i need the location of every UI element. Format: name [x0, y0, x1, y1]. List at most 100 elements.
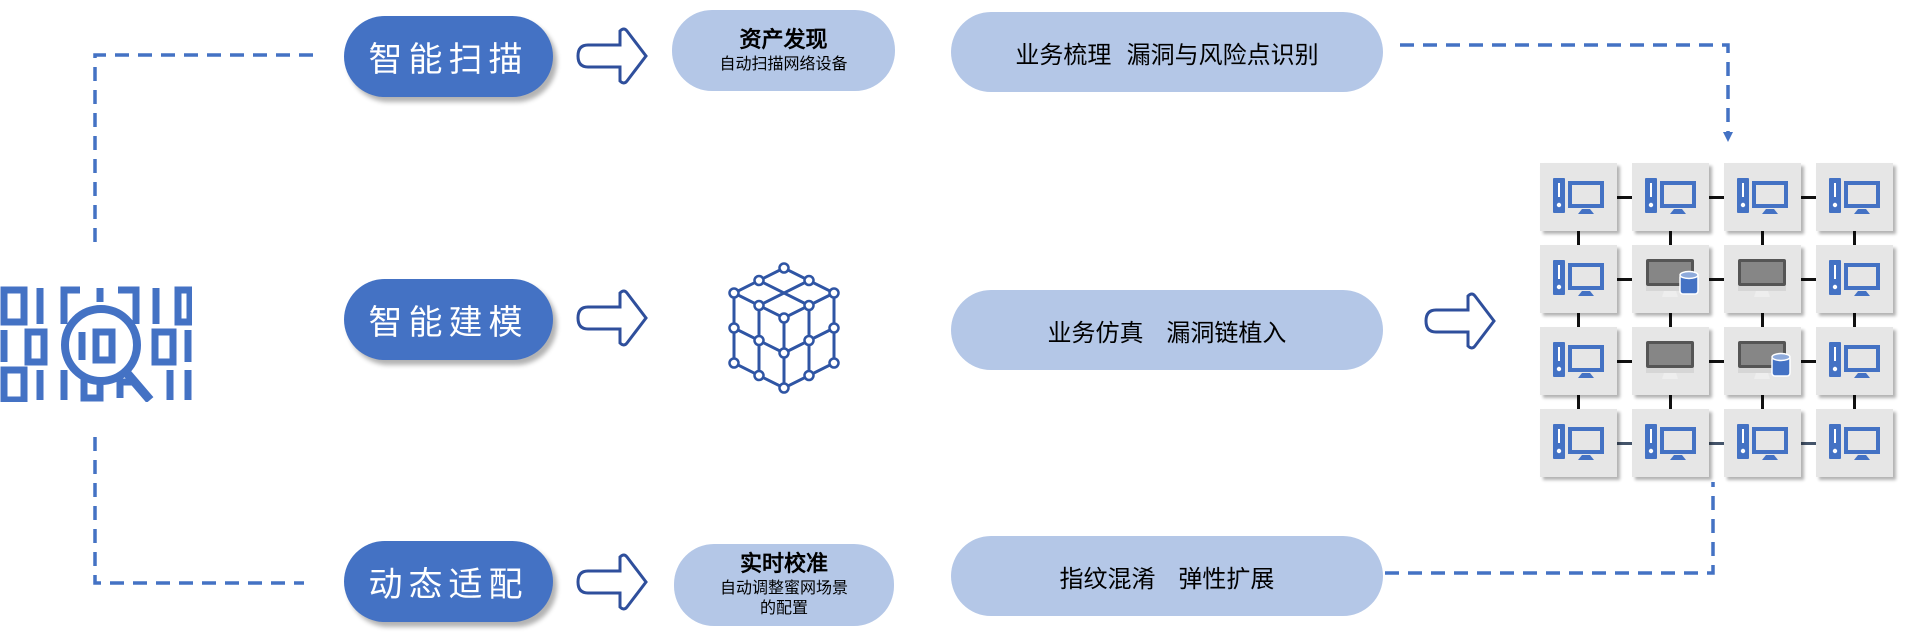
- dashed-line-bottom-left: [93, 437, 304, 585]
- network-node: [1816, 163, 1893, 231]
- network-node: [1816, 409, 1893, 477]
- link-horizontal: [1709, 360, 1724, 363]
- desktop-computer-icon: [1552, 422, 1606, 464]
- monitor-database-icon: [1734, 338, 1792, 384]
- cube-node: [778, 312, 790, 324]
- link-vertical: [1761, 395, 1764, 409]
- link-horizontal: [1801, 196, 1816, 199]
- network-node: [1724, 327, 1801, 395]
- link-vertical: [1853, 395, 1856, 409]
- arrow-right-outline-icon: [576, 553, 648, 611]
- link-horizontal: [1801, 278, 1816, 281]
- cube-node: [753, 369, 765, 382]
- dashed-line-bottom-right: [1385, 482, 1715, 575]
- network-node: [1724, 409, 1801, 477]
- outcome-label: 指纹混淆 弹性扩展: [1059, 564, 1275, 593]
- desktop-computer-icon: [1736, 176, 1790, 218]
- cube-node: [803, 369, 815, 382]
- desktop-computer-icon: [1644, 422, 1698, 464]
- outcome-fingerprint-obfuscation: 指纹混淆 弹性扩展: [951, 536, 1383, 616]
- link-vertical: [1761, 231, 1764, 245]
- cube-node: [753, 334, 765, 347]
- network-node: [1632, 409, 1709, 477]
- network-node: [1540, 327, 1617, 395]
- link-vertical: [1853, 231, 1856, 245]
- link-vertical: [1577, 395, 1580, 409]
- desktop-computer-icon: [1552, 176, 1606, 218]
- cube-node: [728, 322, 740, 334]
- desktop-computer-icon: [1552, 258, 1606, 300]
- cube-network-icon: [728, 262, 840, 394]
- network-node: [1816, 327, 1893, 395]
- arrow-right-outline-icon: [576, 27, 648, 85]
- link-vertical: [1577, 313, 1580, 327]
- link-vertical: [1577, 231, 1580, 245]
- link-horizontal: [1709, 442, 1724, 445]
- cube-node: [778, 262, 790, 274]
- link-vertical: [1761, 313, 1764, 327]
- monitor-icon: [1734, 256, 1792, 302]
- desktop-computer-icon: [1828, 422, 1882, 464]
- network-node: [1540, 409, 1617, 477]
- link-horizontal: [1709, 278, 1724, 281]
- arrowhead-down: [1723, 132, 1733, 142]
- result-subtitle-line2: 的配置: [759, 598, 808, 617]
- link-horizontal: [1617, 196, 1632, 199]
- network-node: [1540, 163, 1617, 231]
- step-label: 动态适配: [368, 565, 529, 605]
- link-horizontal: [1709, 196, 1724, 199]
- network-node: [1632, 163, 1709, 231]
- network-node: [1724, 163, 1801, 231]
- result-subtitle: 自动调整蜜网场景: [719, 578, 848, 597]
- link-vertical: [1669, 231, 1672, 245]
- cube-node: [828, 287, 840, 299]
- cube-node: [828, 357, 840, 369]
- arrow-right-outline-icon: [576, 289, 648, 347]
- network-node: [1540, 245, 1617, 313]
- cube-node: [803, 299, 815, 312]
- cube-node: [803, 334, 815, 347]
- cube-node: [803, 274, 815, 287]
- result-subtitle: 自动扫描网络设备: [719, 53, 848, 73]
- desktop-computer-icon: [1552, 340, 1606, 382]
- cube-node: [778, 382, 790, 394]
- link-horizontal: [1617, 442, 1632, 445]
- step-smart-modeling[interactable]: 智能建模: [344, 279, 553, 360]
- monitor-icon: [1642, 338, 1700, 384]
- dashed-line-top-right: [1400, 43, 1730, 132]
- cube-node: [728, 357, 740, 369]
- link-vertical: [1669, 313, 1672, 327]
- outcome-business-simulation: 业务仿真 漏洞链植入: [951, 290, 1383, 370]
- cube-node: [778, 347, 790, 359]
- desktop-computer-icon: [1828, 176, 1882, 218]
- network-node: [1632, 327, 1709, 395]
- barcode-scan-icon: [0, 286, 192, 402]
- step-label: 智能扫描: [368, 40, 529, 80]
- outcome-label: 业务梳理 漏洞与风险点识别: [1015, 40, 1319, 69]
- cube-node: [753, 274, 765, 287]
- step-smart-scan[interactable]: 智能扫描: [344, 16, 553, 97]
- network-node: [1816, 245, 1893, 313]
- outcome-business-review: 业务梳理 漏洞与风险点识别: [951, 12, 1383, 92]
- result-title: 实时校准: [739, 552, 828, 577]
- link-horizontal: [1617, 360, 1632, 363]
- arrow-right-outline-icon: [1424, 292, 1496, 350]
- desktop-computer-icon: [1828, 340, 1882, 382]
- network-node: [1632, 245, 1709, 313]
- result-title: 资产发现: [739, 27, 828, 53]
- network-node: [1724, 245, 1801, 313]
- step-dynamic-adaptation[interactable]: 动态适配: [344, 541, 553, 622]
- cube-node: [753, 299, 765, 312]
- desktop-computer-icon: [1644, 176, 1698, 218]
- honeynet-grid: [1540, 163, 1900, 483]
- link-horizontal: [1801, 442, 1816, 445]
- cube-node: [728, 287, 740, 299]
- desktop-computer-icon: [1736, 422, 1790, 464]
- monitor-database-icon: [1642, 256, 1700, 302]
- link-horizontal: [1801, 360, 1816, 363]
- result-calibration: 实时校准 自动调整蜜网场景 的配置: [674, 544, 894, 626]
- link-vertical: [1669, 395, 1672, 409]
- dashed-line-top-left: [93, 53, 313, 250]
- cube-node: [828, 322, 840, 334]
- link-vertical: [1853, 313, 1856, 327]
